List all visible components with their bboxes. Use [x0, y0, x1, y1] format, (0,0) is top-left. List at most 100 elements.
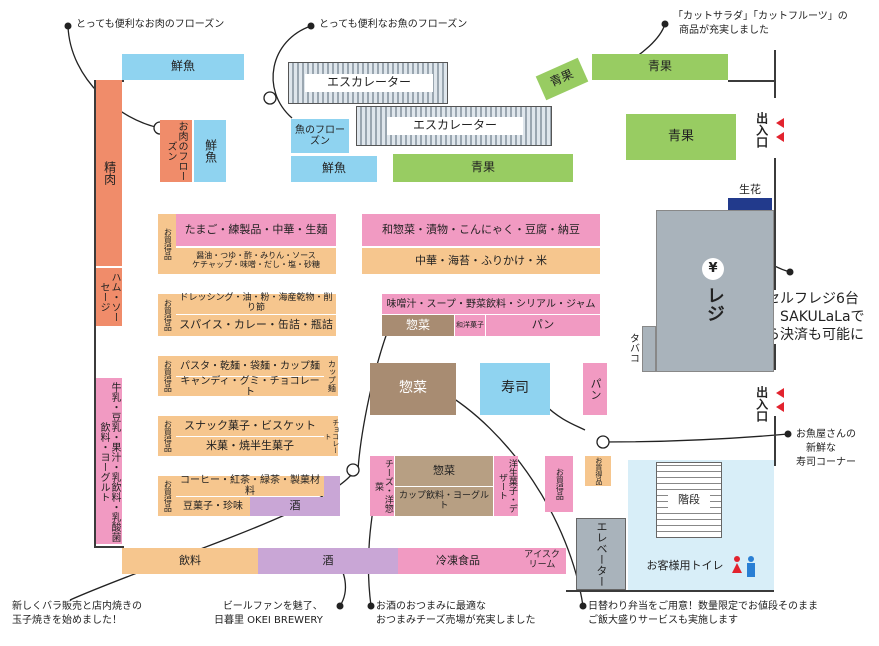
wall-bottom	[566, 590, 774, 592]
section-elevator[interactable]: エレベーター	[576, 518, 626, 590]
note-sushi-line2: 新鮮な	[806, 443, 836, 454]
note-tamagoyaki-line2: 玉子焼きを始めました！	[12, 615, 122, 626]
toilet-icon	[732, 556, 760, 578]
section-value-6[interactable]: お買得品	[545, 456, 573, 512]
section-frozen-meat[interactable]: お肉のフローズン	[160, 120, 192, 182]
note-sushi-line1: お魚屋さんの	[796, 429, 856, 440]
section-spices[interactable]: スパイス・カレー・缶詰・瓶詰	[176, 315, 336, 336]
note-bento-line1: 日替わり弁当をご用意！数量限定でお値段そのまま	[588, 601, 818, 612]
escalator-1-label: エスカレーター	[305, 74, 433, 92]
section-fresh-fish-mid[interactable]: 鮮魚	[291, 156, 377, 182]
entrance-2-label: 出入口	[754, 386, 769, 422]
section-deli-bottom[interactable]: 惣菜	[395, 456, 493, 486]
section-wagashi[interactable]: 和洋菓子	[455, 315, 485, 336]
section-chocolate[interactable]: チョコレート	[324, 416, 340, 456]
section-sauces-line2: ケチャップ・味噌・だし・塩・砂糖	[192, 260, 320, 269]
section-beans[interactable]: 豆菓子・珍味	[176, 497, 250, 516]
note-fruit-line1: 「カットサラダ」「カットフルーツ」の	[673, 11, 848, 22]
section-fresh-fish-small[interactable]: 鮮魚	[194, 120, 226, 182]
section-toilet[interactable]: お客様用トイレ	[646, 558, 724, 572]
section-sake-bottom[interactable]: 酒	[258, 548, 398, 574]
section-value-4[interactable]: お買得品	[158, 416, 176, 456]
section-value-2[interactable]: お買得品	[158, 294, 176, 336]
section-frozen-food[interactable]: 冷凍食品	[398, 548, 518, 574]
section-vegetable-mid[interactable]: 青果	[393, 154, 573, 182]
entrance-2-arrow-icon-2	[776, 402, 784, 412]
note-beer: ビールファンを魅了、 日暮里 OKEI BREWERY	[214, 600, 323, 628]
section-ice-cream[interactable]: アイスクリーム	[518, 548, 566, 574]
section-value-7[interactable]: お買得品	[585, 456, 611, 486]
wall-left	[94, 80, 96, 546]
note-tamagoyaki: 新しくバラ販売と店内焼きの 玉子焼きを始めました！	[12, 600, 142, 628]
register-label: レジ	[703, 286, 725, 322]
section-western-sweets[interactable]: 洋生菓子・デザート	[494, 456, 518, 516]
section-deli-big[interactable]: 惣菜	[370, 363, 456, 415]
wall-bottom-left	[94, 546, 124, 548]
note-frozen-meat: とっても便利なお肉のフローズン	[76, 19, 225, 30]
section-sushi[interactable]: 寿司	[480, 363, 550, 415]
section-miso[interactable]: 味噌汁・スープ・野菜飲料・シリアル・ジャム	[382, 294, 600, 314]
section-bread-1[interactable]: パン	[486, 315, 600, 336]
entrance-1-arrow-icon-2	[776, 132, 784, 142]
section-sauces[interactable]: 醤油・つゆ・酢・みりん・ソース ケチャップ・味噌・だし・塩・砂糖	[176, 248, 336, 274]
wall-right-bottom	[774, 416, 776, 466]
flowers-label: 生花	[739, 182, 761, 196]
section-tobacco[interactable]	[642, 326, 656, 372]
section-value-5[interactable]: お買得品	[158, 476, 176, 516]
entrance-1-label: 出入口	[754, 112, 769, 148]
woman-icon	[732, 556, 742, 578]
section-vegetable-top[interactable]: 青果	[592, 54, 728, 80]
note-fruit-line2: 商品が充実しました	[679, 25, 769, 36]
section-cupnoodle[interactable]: カップ麺	[324, 356, 338, 396]
yen-icon: ¥	[702, 258, 724, 280]
entrance-2-arrow-icon	[776, 388, 784, 398]
section-pasta[interactable]: パスタ・乾麺・袋麺・カップ麺	[176, 356, 324, 376]
note-frozen-fish: とっても便利なお魚のフローズン	[319, 19, 468, 30]
note-sushi-line3: 寿司コーナー	[796, 457, 856, 468]
wall-top-right	[728, 80, 774, 82]
note-tamagoyaki-line1: 新しくバラ販売と店内焼きの	[12, 601, 142, 612]
section-ham[interactable]: ハム・ソーセージ	[96, 268, 122, 326]
section-register[interactable]	[656, 210, 774, 372]
section-flowers[interactable]	[728, 198, 772, 210]
section-bread-2[interactable]: パン	[583, 363, 607, 415]
section-sauces-line1: 醤油・つゆ・酢・みりん・ソース	[196, 251, 316, 261]
wall-right-mid	[774, 158, 776, 370]
stairs-label: 階段	[668, 492, 710, 508]
section-dressing[interactable]: ドレッシング・油・粉・海産乾物・削り節	[176, 293, 336, 314]
note-beer-line1: ビールファンを魅了、	[222, 601, 323, 612]
section-fresh-fish-top[interactable]: 鮮魚	[122, 54, 244, 80]
section-deli-small[interactable]: 惣菜	[382, 315, 454, 336]
section-cheese[interactable]: チーズ・洋惣菜	[370, 456, 394, 516]
note-bento-line2: ご飯大盛りサービスも実施します	[588, 615, 738, 626]
section-coffee[interactable]: コーヒー・紅茶・緑茶・製菓材料	[176, 475, 324, 497]
section-vegetable-right[interactable]: 青果	[626, 114, 736, 160]
note-sushi: お魚屋さんの 新鮮な 寿司コーナー	[796, 428, 856, 470]
wall-right-top	[774, 50, 776, 98]
section-pickles[interactable]: 和惣菜・漬物・こんにゃく・豆腐・納豆	[362, 214, 600, 246]
section-chinese[interactable]: 中華・海苔・ふりかけ・米	[362, 248, 600, 274]
note-bento: 日替わり弁当をご用意！数量限定でお値段そのまま ご飯大盛りサービスも実施します	[588, 600, 818, 628]
note-cheese: お酒のおつまみに最適な おつまみチーズ売場が充実しました	[376, 600, 536, 628]
note-beer-line2: 日暮里 OKEI BREWERY	[214, 615, 323, 626]
stairs[interactable]	[656, 462, 722, 538]
section-candy[interactable]: キャンディ・グミ・チョコレート	[176, 376, 324, 398]
note-cheese-line2: おつまみチーズ売場が充実しました	[376, 615, 536, 626]
section-frozen-fish[interactable]: 魚のフローズン	[291, 119, 349, 153]
section-eggs[interactable]: たまご・練製品・中華・生麺	[176, 214, 336, 246]
section-beverages[interactable]: 飲料	[122, 548, 258, 574]
tobacco-label: タバコ	[627, 333, 639, 363]
section-value-3[interactable]: お買得品	[158, 356, 176, 396]
section-dairy[interactable]: 牛乳・豆乳・果汁・乳飲料・乳酸菌飲料・ヨーグルト	[96, 378, 122, 544]
section-cup-drinks[interactable]: カップ飲料・ヨーグルト	[395, 487, 493, 516]
escalator-2: エスカレーター	[356, 106, 552, 146]
note-fruit: 「カットサラダ」「カットフルーツ」の 商品が充実しました	[673, 10, 848, 38]
section-snacks[interactable]: スナック菓子・ビスケット	[176, 416, 324, 436]
section-sake-small[interactable]: 酒	[250, 497, 340, 516]
note-cheese-line1: お酒のおつまみに最適な	[376, 601, 486, 612]
section-value-1[interactable]: お買得品	[158, 214, 176, 274]
escalator-1: エスカレーター	[288, 62, 448, 104]
escalator-2-label: エスカレーター	[387, 117, 523, 135]
section-ricecrackers[interactable]: 米菓・焼半生菓子	[176, 437, 324, 456]
section-meat[interactable]: 精肉	[96, 80, 122, 266]
